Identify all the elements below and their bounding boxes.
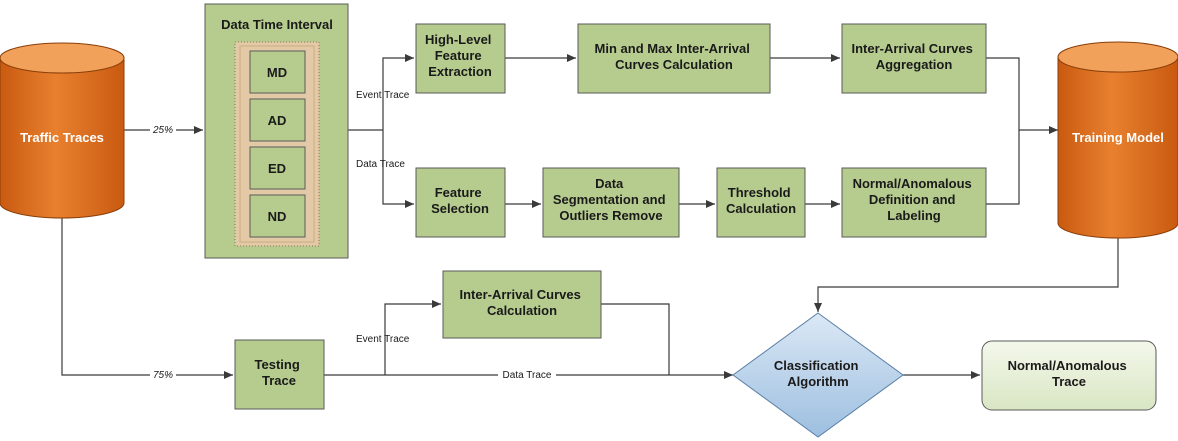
edge-split-event [382, 54, 414, 130]
svg-text:Data Segmentation and: Data Segmentation and Outliers Remove [553, 176, 669, 223]
feature-selection-box: Feature Selection [415, 167, 506, 238]
edge-split-data [382, 130, 414, 208]
svg-text:Inter-Arrival Curves Cal: Inter-Arrival Curves Calculation [459, 287, 584, 318]
svg-text:Min and Max Inter-Arrival: Min and Max Inter-Arrival Curves Calcula… [595, 41, 754, 72]
classification-algorithm-diamond: Classification Algorithm [732, 312, 904, 438]
interval-nd: ND [249, 194, 306, 238]
svg-text:Normal/Anomalous Definit: Normal/Anomalous Definition and Labeling [853, 176, 976, 223]
normal-anomalous-labeling-box: Normal/Anomalous Definition and Labeling [841, 167, 987, 238]
inter-arrival-aggregation-box: Inter-Arrival Curves Aggregation [841, 23, 987, 94]
threshold-calculation-box: Threshold Calculation [716, 167, 806, 238]
traffic-traces-cylinder: Traffic Traces [0, 42, 125, 219]
traffic-traces-label: Traffic Traces [20, 130, 104, 145]
svg-text:AD: AD [268, 113, 287, 128]
svg-text:High-Level Feature: High-Level Feature Extraction [425, 32, 495, 79]
svg-text:Testing Trace: Testing Trace [255, 357, 304, 388]
svg-text:Inter-Arrival Curves Agg: Inter-Arrival Curves Aggregation [851, 41, 976, 72]
svg-text:Classification Algorithm: Classification Algorithm [774, 358, 862, 389]
label-event-trace-top: Event Trace [356, 90, 410, 101]
label-data-trace-top: Data Trace [356, 159, 405, 170]
interval-ad: AD [249, 98, 306, 142]
edge-interarrival-to-classification [601, 303, 670, 375]
edge-training-to-classification [814, 238, 1119, 312]
label-data-trace-bottom: Data Trace [503, 370, 552, 381]
high-level-feature-extraction-box: High-Level Feature Extraction [415, 23, 506, 94]
min-max-curves-calculation-box: Min and Max Inter-Arrival Curves Calcula… [577, 23, 771, 94]
label-25-percent: 25% [152, 125, 173, 136]
normal-anomalous-trace-result: Normal/Anomalous Trace [981, 340, 1157, 411]
svg-text:Feature Selection: Feature Selection [431, 185, 489, 216]
svg-text:MD: MD [267, 65, 287, 80]
data-time-interval-title: Data Time Interval [221, 17, 333, 32]
data-segmentation-box: Data Segmentation and Outliers Remove [542, 167, 680, 238]
inter-arrival-curves-calculation-box: Inter-Arrival Curves Calculation [442, 270, 602, 339]
svg-text:Normal/Anomalous Trace: Normal/Anomalous Trace [1008, 358, 1131, 389]
data-time-interval-box: Data Time Interval MD AD ED ND [204, 3, 349, 259]
interval-md: MD [249, 50, 306, 94]
testing-trace-box: Testing Trace [234, 339, 325, 410]
svg-text:ED: ED [268, 161, 286, 176]
interval-ed: ED [249, 146, 306, 190]
label-event-trace-bottom: Event Trace [356, 334, 410, 345]
label-75-percent: 75% [153, 370, 173, 381]
svg-text:Threshold Calculation: Threshold Calculation [726, 185, 796, 216]
edge-testing-to-interarrival [384, 300, 441, 375]
training-model-label: Training Model [1072, 130, 1164, 145]
edge-aggregation-merge [986, 57, 1020, 205]
svg-text:ND: ND [268, 209, 287, 224]
training-model-cylinder: Training Model [1057, 41, 1178, 239]
